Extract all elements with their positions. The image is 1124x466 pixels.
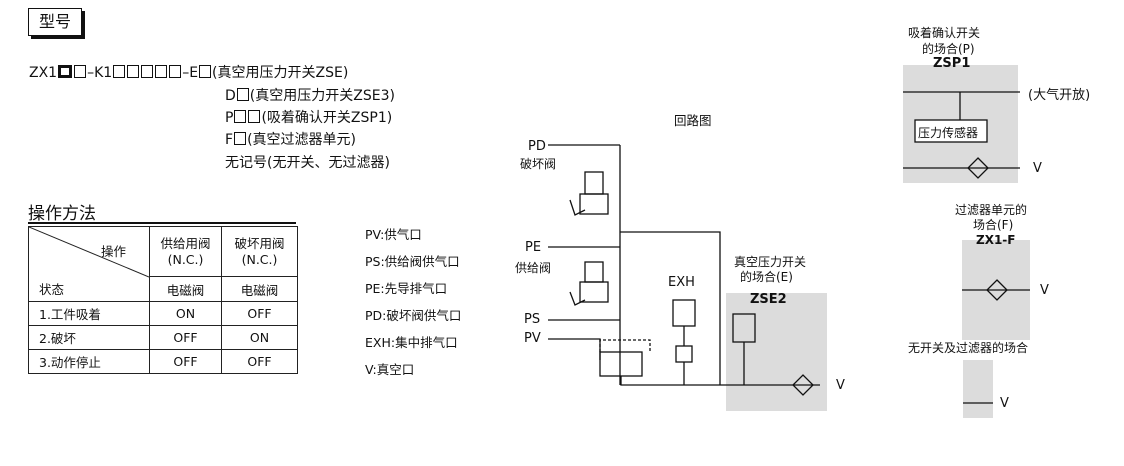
filter-symbol [967, 157, 989, 179]
filter-case-line1: 过滤器单元的 [955, 203, 1028, 217]
option-d-letter: D [225, 88, 236, 104]
diagonal-line [29, 227, 149, 278]
port-pd: PD [528, 139, 546, 154]
release-valve-type: 电磁阀 [221, 276, 298, 302]
exh-silencer [672, 299, 696, 327]
table-row: 3.动作停止 OFF OFF [28, 349, 298, 374]
port-pe: PE [525, 240, 542, 255]
port-exh: EXH [668, 275, 695, 290]
code-box [58, 65, 73, 78]
release-cell: OFF [221, 349, 298, 374]
no-switch-box [963, 360, 993, 418]
model-suffix: –E [182, 65, 199, 81]
circuit-line [548, 338, 601, 360]
no-switch-case: 无开关及过滤器的场合 [908, 341, 1029, 355]
circuit-line [620, 231, 721, 385]
zsp1-label: ZSP1 [933, 56, 971, 71]
filter-port-v: V [1040, 283, 1049, 298]
circuit-line [620, 376, 720, 386]
option-f-line: F (真空过滤器单元) [225, 129, 356, 149]
option-d-line: D (真空用压力开关ZSE3) [225, 85, 395, 105]
supply-valve-label: 供给用阀 [160, 235, 211, 251]
release-valve-nc: (N.C.) [241, 251, 278, 267]
filter-case-line2: 场合(F) [973, 218, 1014, 232]
release-valve-body [579, 193, 609, 215]
model-prefix: ZX1 [29, 65, 58, 81]
circuit-line [569, 291, 586, 306]
header-supply-valve: 供给用阀 (N.C.) [149, 225, 222, 278]
code-box [155, 65, 168, 78]
option-d: (真空用压力开关ZSE3) [249, 88, 395, 104]
option-f-letter: F [225, 132, 234, 148]
code-box [141, 65, 154, 78]
supply-valve-nc: (N.C.) [167, 251, 204, 267]
zse2-switch-box [726, 293, 827, 411]
code-box [127, 65, 140, 78]
legend-pd: PD:破坏阀供气口 [365, 308, 462, 323]
legend-ps: PS:供给阀供气口 [365, 254, 460, 269]
option-p-line: P (吸着确认开关ZSP1) [225, 107, 392, 127]
operation-table: 操作 状态 供给用阀 (N.C.) 破坏用阀 (N.C.) 电磁阀 电磁阀 1.… [28, 225, 298, 374]
code-box [113, 65, 126, 78]
zsp-port-v: V [1033, 161, 1042, 176]
exh-check [675, 345, 693, 363]
legend-exh: EXH:集中排气口 [365, 335, 458, 350]
model-title: 型号 [28, 8, 82, 36]
release-valve-label: 破坏阀 [520, 157, 557, 171]
ejector-block [599, 351, 643, 377]
option-p-letter: P [225, 110, 234, 126]
circuit-title: 回路图 [674, 113, 712, 128]
table-row: 2.破坏 OFF ON [28, 325, 298, 350]
zsp-case-line2: 的场合(P) [922, 42, 975, 56]
supply-cell: OFF [149, 349, 222, 374]
filter-symbol [792, 374, 814, 396]
release-valve-label: 破坏用阀 [234, 235, 285, 251]
port-pv: PV [524, 331, 541, 346]
header-release-valve: 破坏用阀 (N.C.) [221, 225, 298, 278]
supply-valve-label: 供给阀 [515, 261, 552, 275]
option-e: (真空用压力开关ZSE) [212, 65, 349, 81]
circuit-line [599, 339, 651, 352]
release-valve-coil [584, 171, 604, 195]
legend-v: V:真空口 [365, 362, 415, 377]
no-switch-port-v: V [1000, 396, 1009, 411]
operation-title: 操作方法 [28, 204, 96, 224]
zse2-label: ZSE2 [750, 292, 787, 307]
diagonal-header-cell: 操作 状态 [28, 226, 150, 302]
model-mid: –K1 [87, 65, 113, 81]
zse-case-line1: 真空压力开关 [734, 255, 807, 269]
code-box [199, 65, 212, 78]
supply-valve-body [579, 281, 609, 303]
code-box [234, 132, 247, 145]
state-cell: 3.动作停止 [28, 349, 150, 374]
legend-pe: PE:先导排气口 [365, 281, 448, 296]
state-cell: 2.破坏 [28, 325, 150, 350]
option-f: (真空过滤器单元) [247, 132, 356, 148]
header-operation: 操作 [101, 244, 127, 259]
atm-label: (大气开放) [1028, 88, 1091, 103]
pressure-sensor-box [914, 119, 988, 143]
filter-model-label: ZX1-F [976, 233, 1016, 247]
pressure-sensor-label: 压力传感器 [918, 126, 979, 140]
option-none: 无记号(无开关、无过滤器) [225, 155, 390, 171]
zsp-case-line1: 吸着确认开关 [908, 26, 981, 40]
supply-cell: ON [149, 301, 222, 326]
supply-valve-coil [584, 261, 604, 283]
zse-case-line2: 的场合(E) [740, 270, 793, 284]
code-box [236, 88, 249, 101]
header-state: 状态 [39, 282, 65, 297]
code-box [234, 110, 247, 123]
circuit-line [569, 199, 586, 216]
code-box [248, 110, 261, 123]
model-code-line: ZX1 –K1 –E (真空用压力开关ZSE) [29, 62, 348, 82]
option-p: (吸着确认开关ZSP1) [261, 110, 393, 126]
operation-divider [28, 222, 296, 224]
code-box [74, 65, 87, 78]
code-box [169, 65, 182, 78]
filter-symbol [986, 279, 1008, 301]
port-ps: PS [524, 312, 541, 327]
port-v: V [836, 378, 845, 393]
legend-pv: PV:供气口 [365, 227, 422, 242]
